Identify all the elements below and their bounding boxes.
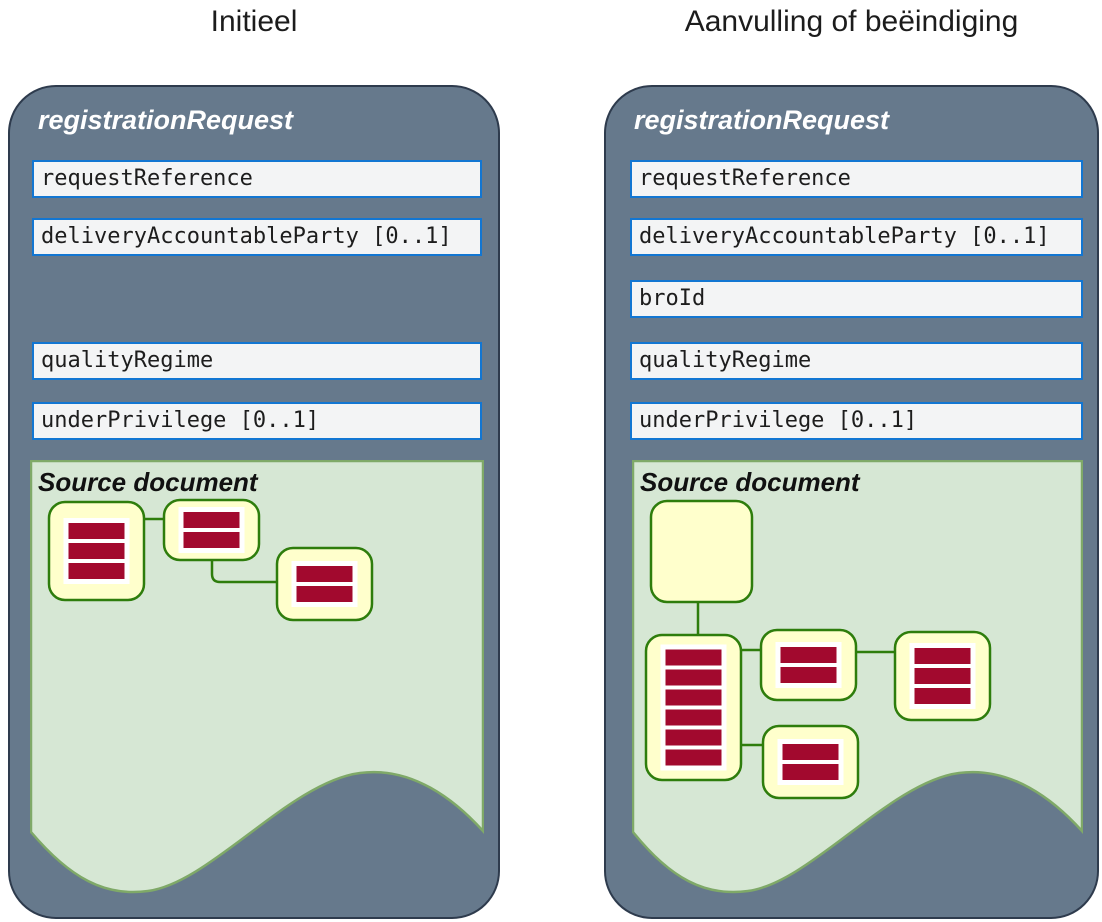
document-line-bar (68, 523, 125, 539)
document-line-bar (782, 764, 839, 780)
source-document-initieel: Source document (30, 460, 484, 894)
field-deliveryAccountableParty: deliveryAccountableParty [0..1] (630, 218, 1083, 256)
document-line-bar (914, 688, 971, 704)
document-line-bar (914, 648, 971, 664)
document-line-bar (665, 749, 722, 766)
field-requestReference: requestReference (630, 160, 1083, 198)
field-deliveryAccountableParty: deliveryAccountableParty [0..1] (32, 218, 482, 256)
document-line-bar (665, 649, 722, 666)
document-line-bar (780, 647, 837, 663)
fields-group-initieel: requestReference deliveryAccountableParty… (10, 87, 498, 917)
source-document-aanvulling: Source document (632, 460, 1083, 894)
registration-request-card-aanvulling: registrationRequest requestReference deli… (604, 85, 1099, 919)
document-line-bar (665, 689, 722, 706)
field-requestReference: requestReference (32, 160, 482, 198)
document-line-bar (183, 512, 240, 528)
document-line-bar (665, 669, 722, 686)
registration-request-card-initieel: registrationRequest requestReference deli… (8, 85, 500, 919)
document-line-bar (183, 532, 240, 548)
card-header-aanvulling: registrationRequest (634, 105, 890, 135)
fields-group-aanvulling: requestReference deliveryAccountableParty… (606, 87, 1097, 917)
document-box (649, 499, 754, 604)
field-underPrivilege: underPrivilege [0..1] (32, 402, 482, 440)
document-line-bar (296, 586, 353, 602)
document-line-bar (68, 543, 125, 559)
field-qualityRegime: qualityRegime (32, 342, 482, 380)
card-header-initieel: registrationRequest (38, 105, 294, 135)
field-broId: broId (630, 280, 1083, 318)
field-underPrivilege: underPrivilege [0..1] (630, 402, 1083, 440)
panel-title-aanvulling: Aanvulling of beëindiging (684, 5, 1019, 38)
document-line-bar (780, 667, 837, 683)
field-qualityRegime: qualityRegime (630, 342, 1083, 380)
document-line-bar (782, 744, 839, 760)
document-line-bar (665, 709, 722, 726)
document-line-bar (296, 566, 353, 582)
panel-title-initieel: Initieel (210, 5, 298, 38)
document-line-bar (68, 563, 125, 579)
connector-line (210, 560, 277, 584)
source-document-label: Source document (640, 467, 861, 497)
document-line-bar (914, 668, 971, 684)
document-line-bar (665, 729, 722, 746)
source-document-label: Source document (38, 467, 259, 497)
